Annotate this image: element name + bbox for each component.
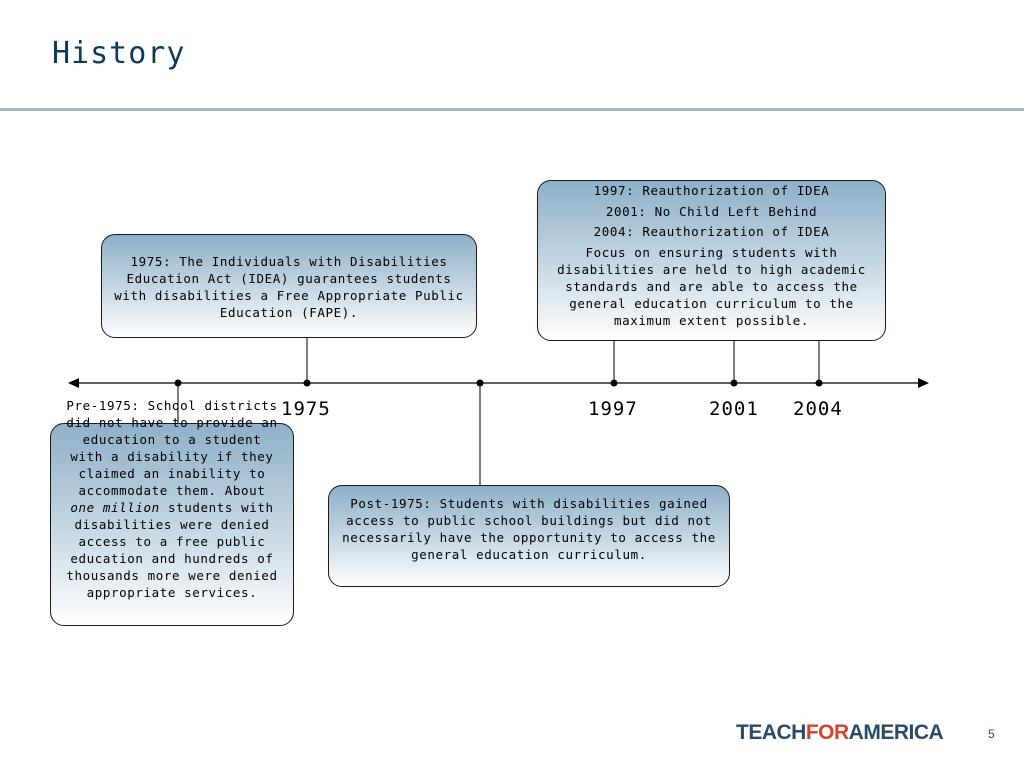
callout-1997-line: 1997: Reauthorization of IDEA bbox=[593, 183, 830, 198]
pre1975-text-a: Pre-1975: School districts did not have … bbox=[66, 398, 278, 498]
logo-for: FOR bbox=[805, 721, 849, 744]
callout-2001-line: 2001: No Child Left Behind bbox=[605, 203, 818, 219]
logo-america: AMERICA bbox=[848, 721, 944, 744]
callout-pre1975 bbox=[50, 423, 294, 626]
timeline-arrow-right bbox=[918, 378, 929, 388]
page-number: 5 bbox=[988, 727, 995, 741]
pre1975-text-b: students with disabilities were denied a… bbox=[66, 500, 278, 600]
callout-post1975: Post-1975: Students with disabilities ga… bbox=[328, 485, 730, 587]
callout-post1975-text: Post-1975: Students with disabilities ga… bbox=[342, 496, 716, 562]
year-label-1997: 1997 bbox=[588, 398, 638, 420]
year-label-2004: 2004 bbox=[793, 398, 843, 420]
callout-focus-text: Focus on ensuring students with disabili… bbox=[557, 244, 866, 328]
callout-pre1975-text: Pre-1975: School districts did not have … bbox=[66, 397, 278, 601]
timeline-arrow-left bbox=[68, 378, 79, 388]
teach-for-america-logo: TEACHFORAMERICA bbox=[736, 721, 944, 745]
callout-1975: 1975: The Individuals with Disabilities … bbox=[101, 234, 477, 338]
year-label-1975: 1975 bbox=[281, 398, 331, 420]
marker-pre1975 bbox=[174, 379, 182, 387]
title-divider bbox=[0, 108, 1024, 111]
pre1975-text-emphasis: one million bbox=[70, 500, 160, 515]
callout-2004-line: 2004: Reauthorization of IDEA bbox=[593, 224, 830, 239]
marker-2001 bbox=[730, 379, 738, 387]
marker-post1975 bbox=[476, 379, 484, 387]
slide-title: History bbox=[52, 36, 186, 71]
year-label-2001: 2001 bbox=[709, 398, 759, 420]
callout-1975-text: 1975: The Individuals with Disabilities … bbox=[114, 254, 464, 320]
marker-1997 bbox=[610, 379, 618, 387]
callout-1997-2004: 1997: Reauthorization of IDEA 2001: No C… bbox=[537, 180, 886, 341]
logo-teach: TEACH bbox=[736, 721, 806, 744]
marker-2004 bbox=[815, 379, 823, 387]
marker-1975 bbox=[303, 379, 311, 387]
